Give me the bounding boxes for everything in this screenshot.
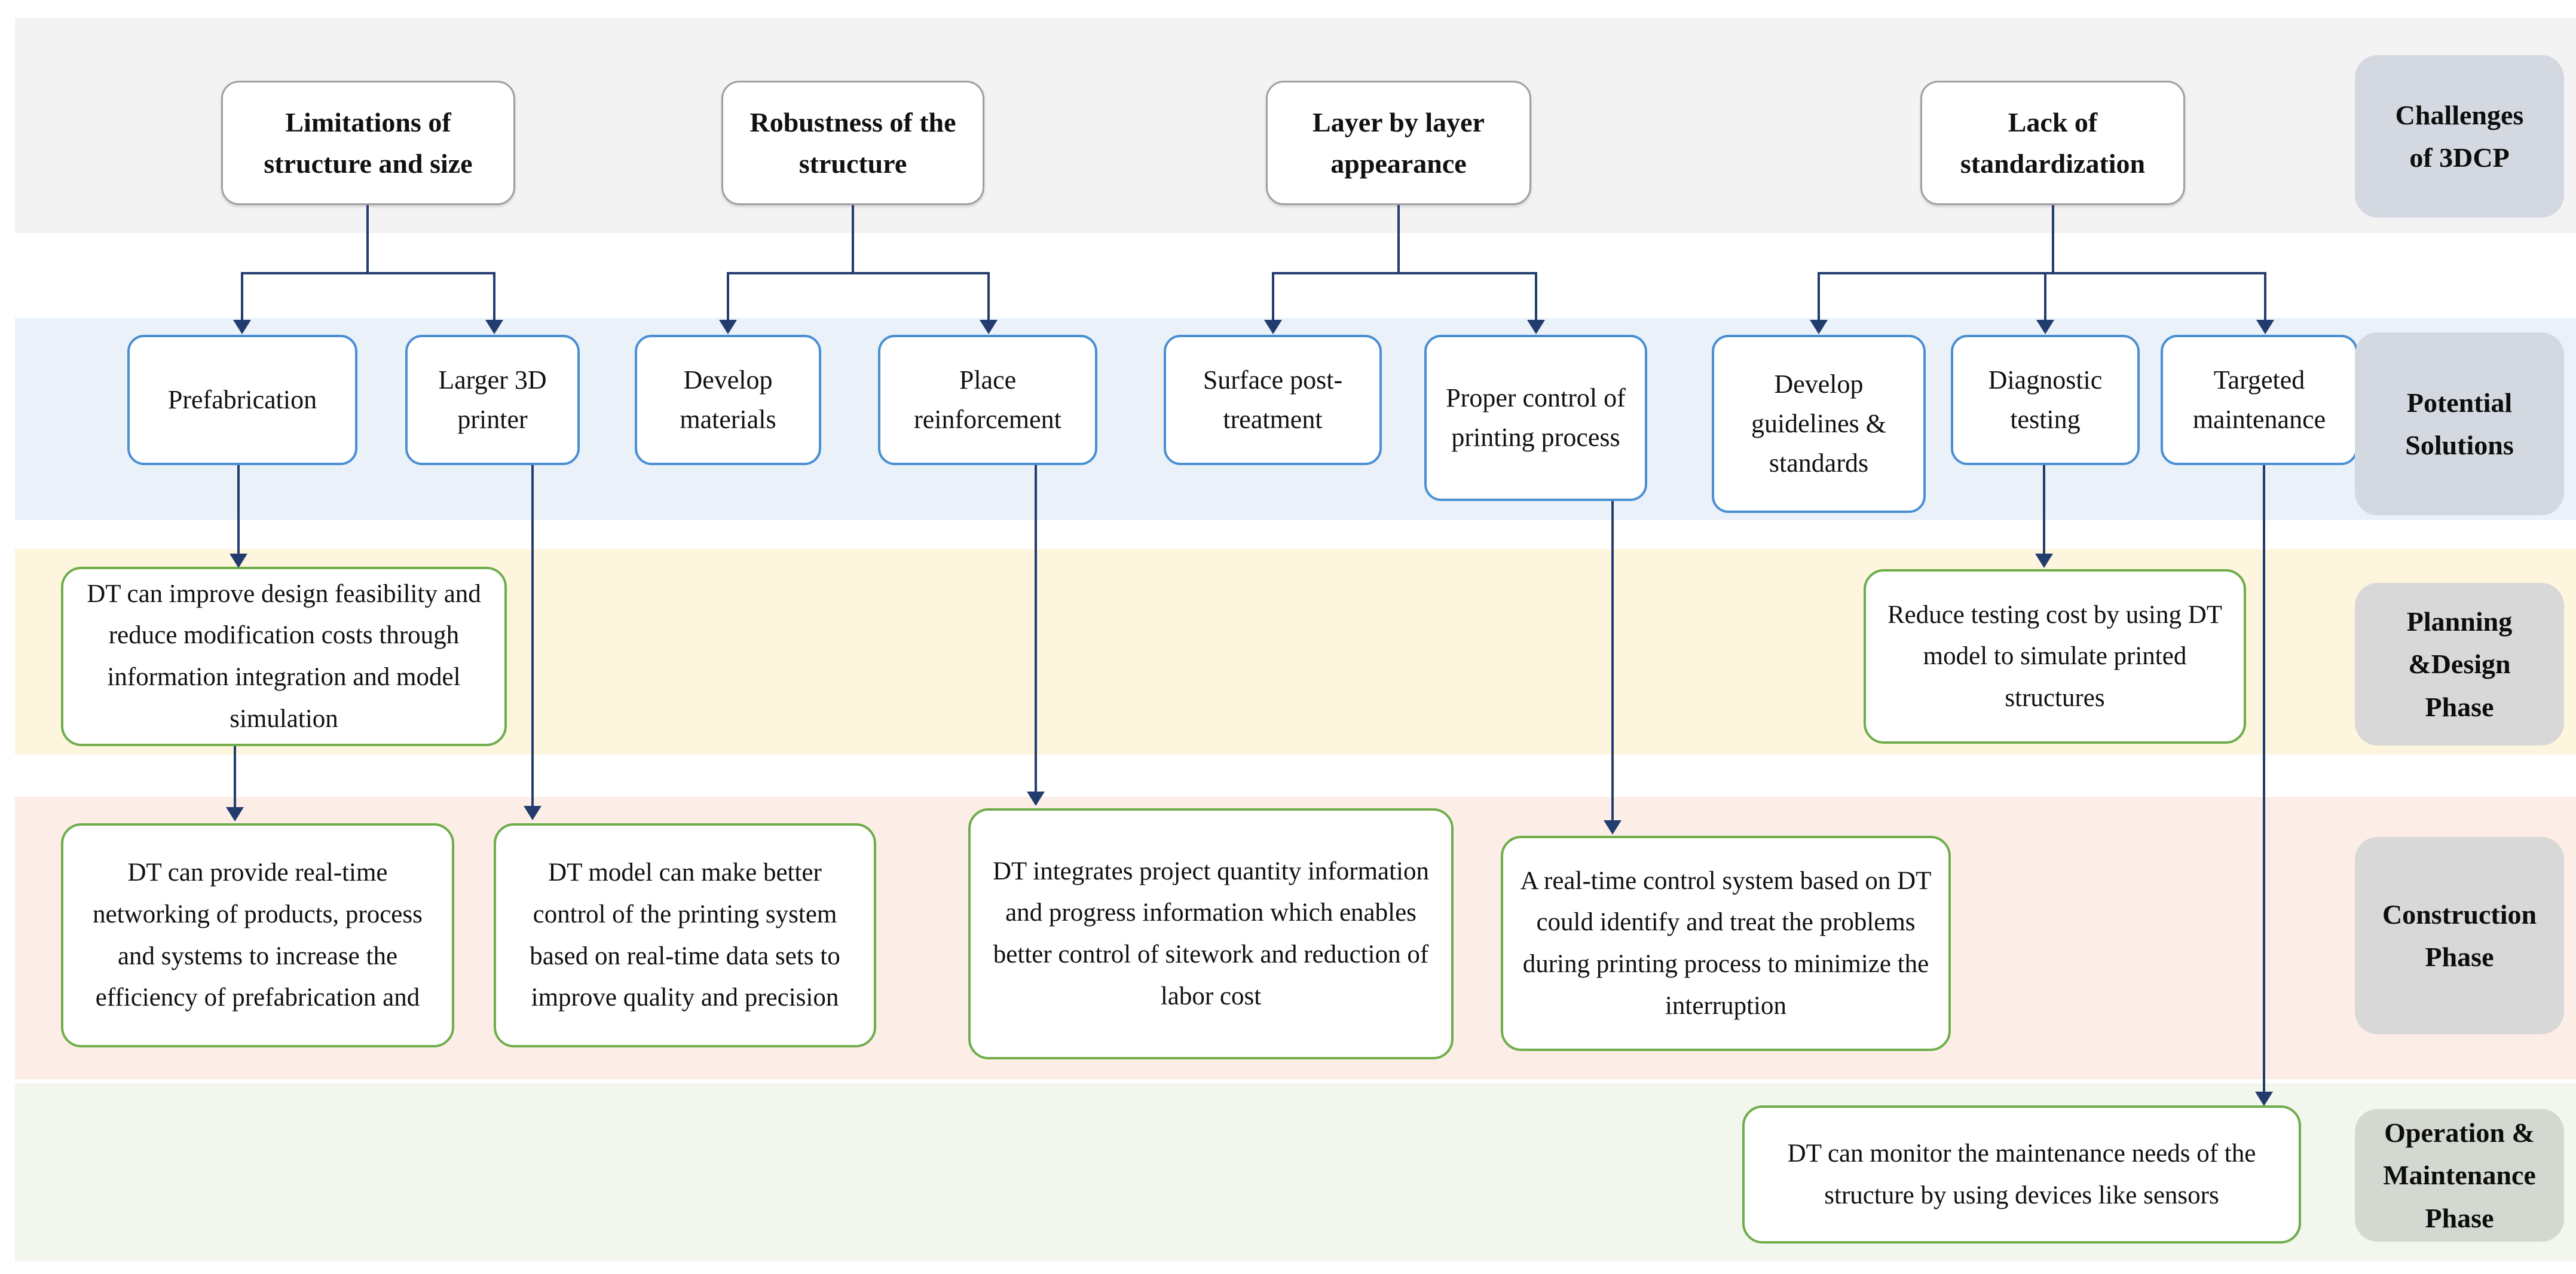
dt-reduce-testing-cost-box: Reduce testing cost by using DT model to… [1864,569,2246,744]
solution-proper-control-printing: Proper control of printing process [1424,335,1647,501]
flow-line [727,272,990,274]
flow-line [987,272,990,321]
arrow-down-icon [2256,320,2274,334]
flow-line [366,205,369,273]
arrow-down-icon [1264,320,1282,334]
flow-line [234,746,236,808]
arrow-down-icon [524,806,541,820]
arrow-down-icon [1527,320,1545,334]
dt-project-quantity-box: DT integrates project quantity informati… [968,808,1454,1059]
solution-diagnostic-testing: Diagnostic testing [1951,335,2140,465]
challenge-robustness-structure: Robustness of the structure [721,81,984,205]
solution-surface-post-treatment: Surface post-treatment [1164,335,1382,465]
flow-line [2264,272,2266,321]
phase-label-planning-design: Planning &Design Phase [2355,583,2564,746]
flow-line [2044,272,2046,321]
challenge-layer-by-layer-appearance: Layer by layer appearance [1266,81,1531,205]
flow-line [1818,272,2266,274]
flow-line [1272,272,1274,321]
phase-label-construction: Construction Phase [2355,837,2564,1034]
challenge-lack-of-standardization: Lack of standardization [1920,81,2185,205]
solution-targeted-maintenance: Targeted maintenance [2161,335,2358,465]
solution-develop-guidelines-standards: Develop guidelines & standards [1712,335,1926,513]
arrow-down-icon [2035,554,2053,568]
phase-label-operation-maintenance: Operation & Maintenance Phase [2355,1109,2564,1242]
dt-design-feasibility-box: DT can improve design feasibility and re… [61,567,507,746]
arrow-down-icon [485,320,503,334]
solution-develop-materials: Develop materials [635,335,821,465]
arrow-down-icon [230,554,247,568]
arrow-down-icon [1027,792,1045,806]
flow-line [2052,205,2054,273]
flow-line [237,465,240,555]
flow-line [1818,272,1820,321]
flow-line [1272,272,1537,274]
flow-line [531,465,534,807]
flow-line [1611,501,1614,821]
dt-realtime-networking-box: DT can provide real-time networking of p… [61,823,454,1047]
solution-place-reinforcement: Place reinforcement [878,335,1097,465]
arrow-down-icon [1604,820,1622,835]
flow-line [493,272,495,321]
arrow-down-icon [2036,320,2054,334]
flow-line [1397,205,1400,273]
flow-line [241,272,495,274]
solution-larger-3d-printer: Larger 3D printer [405,335,580,465]
arrow-down-icon [233,320,251,334]
arrow-down-icon [719,320,737,334]
phase-label-potential-solutions: Potential Solutions [2355,332,2564,515]
flow-line [1535,272,1537,321]
dt-printing-system-control-box: DT model can make better control of the … [494,823,876,1047]
arrow-down-icon [1810,320,1828,334]
phase-label-challenges-of-3dcp: Challenges of 3DCP [2355,55,2564,218]
flow-line [2263,465,2265,1093]
dt-realtime-control-system-box: A real-time control system based on DT c… [1501,836,1951,1051]
dt-monitor-maintenance-box: DT can monitor the maintenance needs of … [1742,1105,2301,1244]
flow-line [1035,465,1037,793]
solution-prefabrication: Prefabrication [127,335,357,465]
flow-line [727,272,729,321]
arrow-down-icon [226,807,244,821]
flow-line [852,205,854,273]
arrow-down-icon [980,320,998,334]
flow-line [241,272,243,321]
challenge-limitations-structure-size: Limitations of structure and size [221,81,515,205]
arrow-down-icon [2255,1092,2273,1106]
flow-line [2043,465,2045,555]
